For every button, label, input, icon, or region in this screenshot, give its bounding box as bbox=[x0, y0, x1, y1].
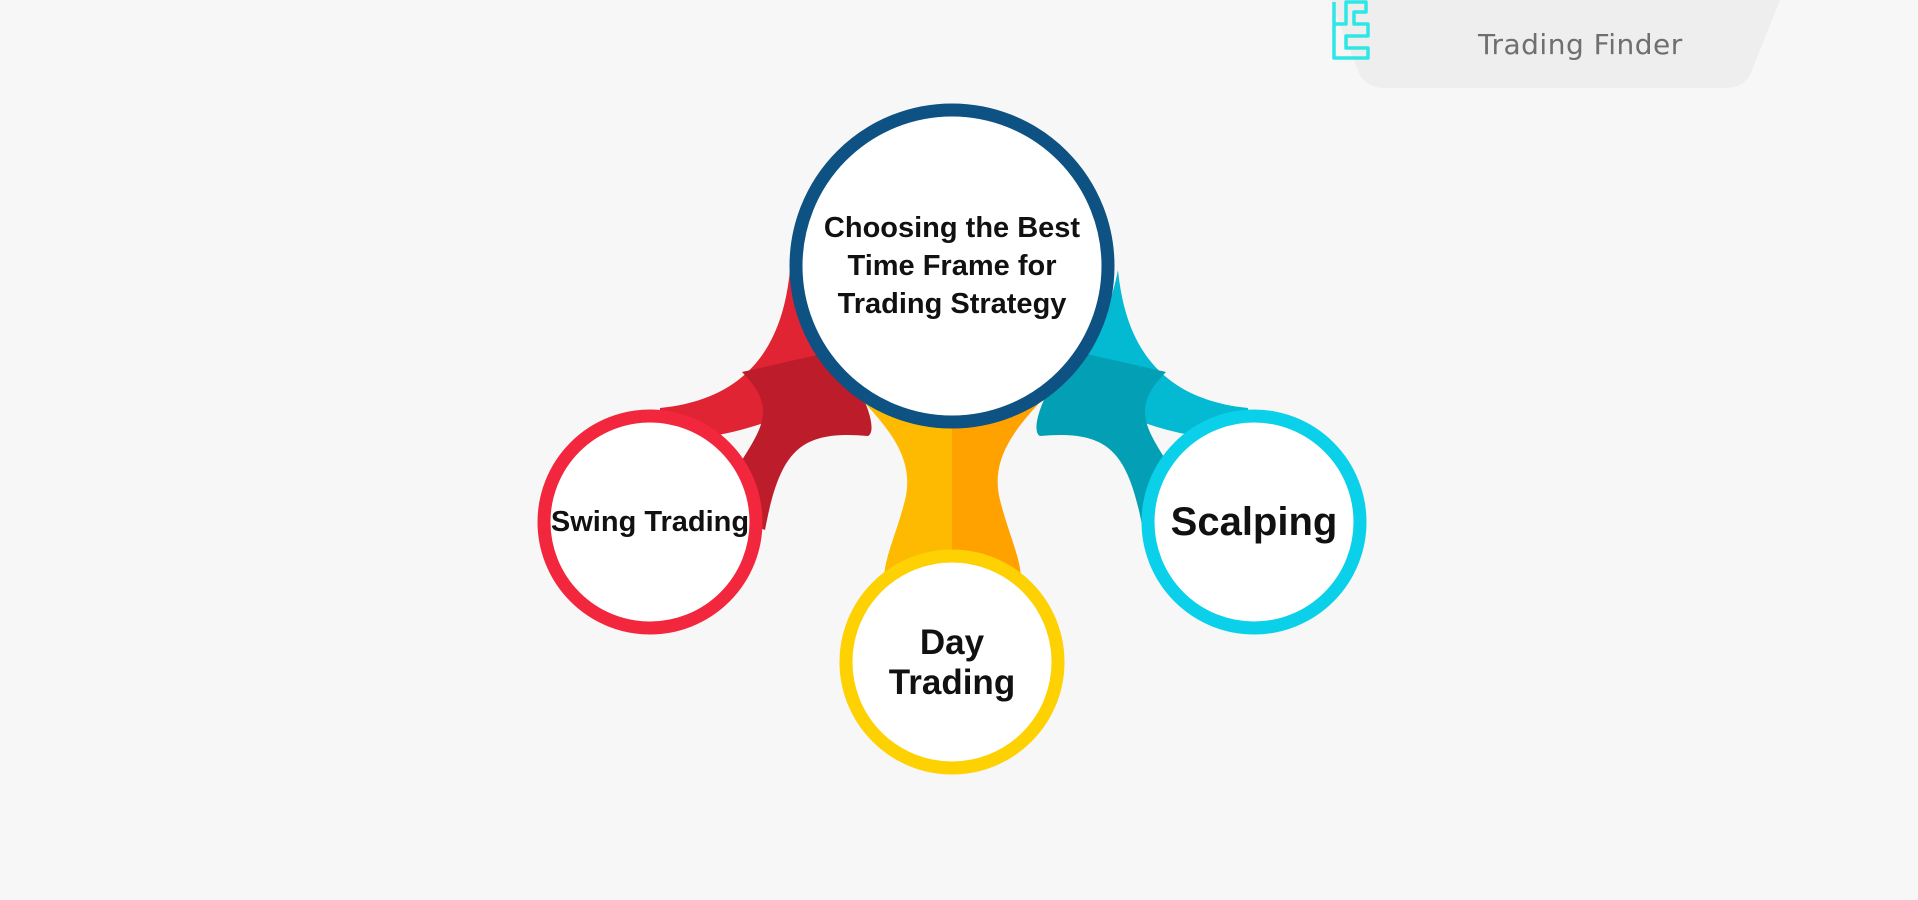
scalping-node-ring bbox=[1141, 409, 1367, 635]
day-node bbox=[839, 549, 1065, 775]
center-node bbox=[789, 103, 1115, 429]
day-node-ring bbox=[839, 549, 1065, 775]
swing-node bbox=[537, 409, 763, 635]
brand-header: Trading Finder bbox=[1330, 0, 1780, 90]
tf-logo-icon bbox=[1332, 0, 1370, 60]
center-node-ring bbox=[789, 103, 1115, 429]
brand-tab-background bbox=[1330, 0, 1780, 88]
center-node-label: Choosing the Best Time Frame for Trading… bbox=[823, 212, 1081, 320]
day-connector bbox=[862, 400, 1042, 590]
swing-node-ring bbox=[537, 409, 763, 635]
scalping-node-label: Scalping bbox=[1170, 499, 1338, 544]
brand-name: Trading Finder bbox=[1478, 28, 1683, 61]
scalping-node bbox=[1141, 409, 1367, 635]
day-node-label: Day Trading bbox=[888, 623, 1016, 702]
swing-node-label: Swing Trading bbox=[550, 505, 750, 538]
